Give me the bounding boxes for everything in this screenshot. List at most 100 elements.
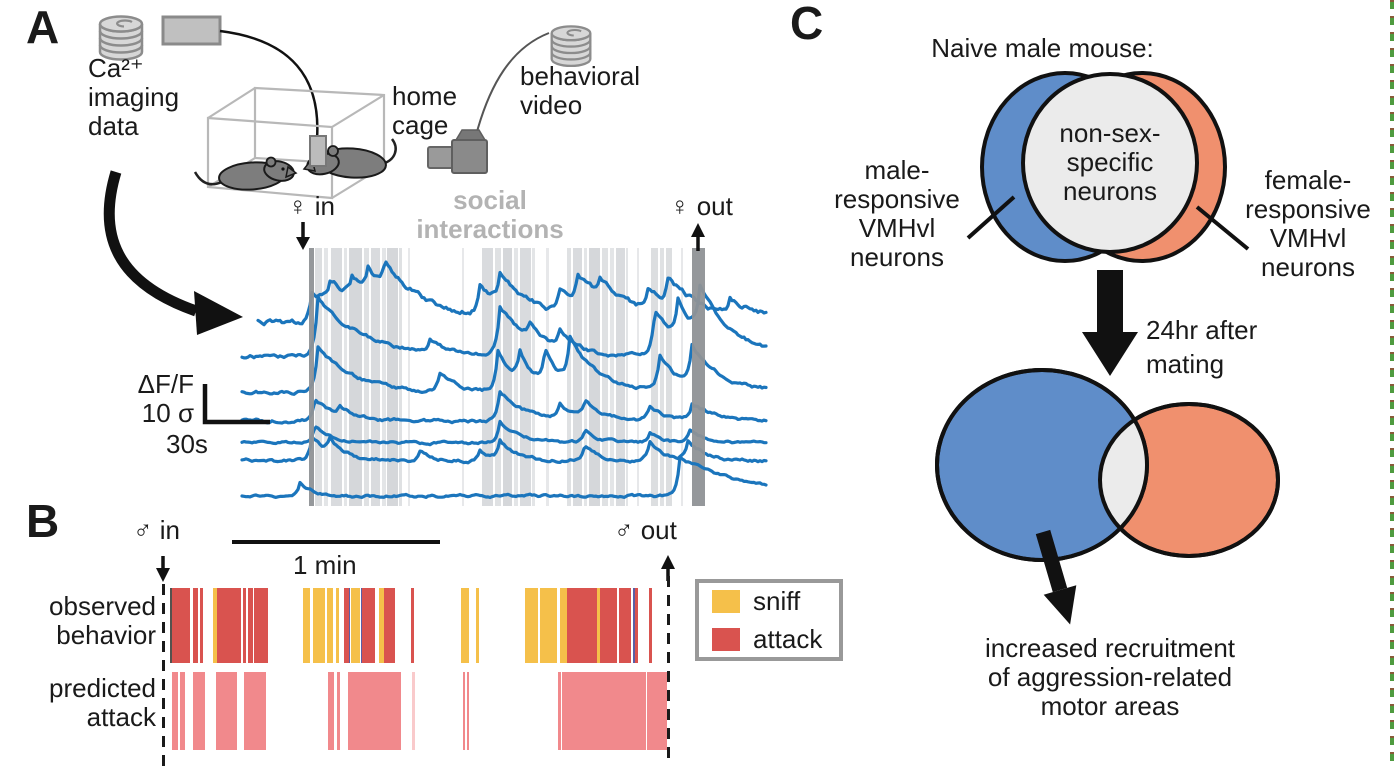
interaction-band [482, 248, 493, 506]
interaction-band [666, 248, 672, 506]
observed-behavior-bar [335, 588, 339, 663]
interaction-band [626, 248, 628, 506]
female-in-arrow-icon [296, 222, 310, 250]
predicted-attack-bar [412, 672, 415, 750]
interaction-band [331, 248, 342, 506]
predicted-attack-raster [170, 672, 667, 750]
calcium-trace-2 [240, 283, 768, 360]
observed-behavior-bar [539, 588, 557, 663]
predicted-attack-bar [347, 672, 402, 750]
female-responsive-label: female- responsive VMHvl neurons [1245, 165, 1371, 283]
interaction-band [371, 248, 380, 506]
panel-a-label: A [26, 1, 60, 53]
camera-cable [473, 32, 550, 144]
observed-behavior-bar [176, 588, 190, 663]
observed-behavior-bar [313, 588, 326, 663]
panel-b-label: B [26, 495, 60, 547]
female-out-arrow-icon [691, 223, 705, 251]
observed-behavior-bar [635, 588, 638, 663]
observed-behavior-bar [362, 588, 375, 663]
trace-scalebar-y-label: ΔF/F 10 σ [137, 369, 194, 429]
predicted-attack-bar [558, 672, 562, 750]
observed-behavior-raster [170, 588, 667, 663]
interaction-band [589, 248, 600, 506]
observed-behavior-bar [243, 588, 247, 663]
male-responsive-label: male- responsive VMHvl neurons [834, 155, 960, 273]
interaction-band [660, 248, 664, 506]
predicted-attack-bar [336, 672, 340, 750]
video-camera-icon [427, 129, 488, 174]
predicted-attack-label: predicted attack [49, 673, 156, 733]
observed-behavior-bar [411, 588, 414, 663]
predicted-attack-bar [171, 672, 178, 750]
interaction-band [503, 248, 512, 506]
social-interactions-label: social interactions [416, 185, 564, 245]
data-flow-arrow [103, 170, 243, 335]
behavior-legend: sniff attack [695, 579, 843, 661]
observed-behavior-bar [213, 588, 218, 663]
interaction-band [573, 248, 582, 506]
male-out-dashed-line [667, 576, 670, 766]
legend-item-sniff: sniff [712, 586, 839, 617]
observed-behavior-bar [649, 588, 652, 663]
calcium-trace-5 [240, 419, 768, 447]
observed-behavior-bar [350, 588, 360, 663]
mouse-left-icon [193, 156, 298, 191]
observed-behavior-bar [303, 588, 311, 663]
panel-c-label: C [790, 0, 824, 49]
interaction-band [324, 248, 328, 506]
observed-behavior-label: observed behavior [49, 591, 156, 651]
observed-behavior-bar [599, 588, 617, 663]
calcium-trace-bottom [240, 455, 768, 500]
interaction-band [408, 248, 410, 506]
one-min-label: 1 min [293, 550, 357, 580]
male-label-leader-line [966, 195, 1016, 240]
observed-behavior-bar [217, 588, 242, 663]
naive-male-mouse-title: Naive male mouse: [931, 33, 1154, 63]
miniscope-icon [309, 135, 327, 167]
male-in-dashed-line [162, 584, 165, 766]
interaction-band [520, 248, 531, 506]
interaction-band [546, 248, 549, 506]
interaction-band [532, 248, 535, 506]
male-in-label: ♂ in [133, 515, 180, 545]
attack-swatch-icon [712, 627, 740, 651]
female-out-label: ♀ out [670, 191, 733, 221]
behavioral-video-label: behavioral video [520, 61, 640, 121]
interaction-band [364, 248, 369, 506]
one-min-scalebar [232, 540, 440, 544]
observed-behavior-bar [378, 588, 384, 663]
observed-behavior-bar [327, 588, 333, 663]
predicted-attack-bar [216, 672, 238, 750]
interaction-band [387, 248, 398, 506]
behavioral-video-disk-icon [550, 25, 592, 68]
observed-behavior-bar [461, 588, 470, 663]
interaction-band [514, 248, 518, 506]
trace-scalebar [202, 384, 270, 425]
calcium-trace-7 [240, 455, 768, 500]
observed-behavior-bar [633, 588, 636, 663]
miniscope-cable [219, 29, 319, 140]
observed-behavior-bar [383, 588, 396, 663]
observed-behavior-bar [567, 588, 597, 663]
calcium-trace-1 [256, 260, 768, 327]
observed-behavior-bar [172, 588, 178, 663]
daq-box-icon [161, 15, 222, 46]
interaction-band [399, 248, 402, 506]
increased-recruitment-label: increased recruitment of aggression-rela… [985, 633, 1235, 722]
interaction-band [637, 248, 639, 506]
trace-scalebar-x-label: 30s [166, 429, 208, 459]
legend-item-attack: attack [712, 624, 839, 655]
calcium-trace-4 [240, 390, 768, 425]
predicted-attack-bar [244, 672, 266, 750]
observed-behavior-bar [199, 588, 204, 663]
venn-after-mating [935, 368, 1280, 562]
stimulus-band [309, 248, 314, 506]
mating-arrow-icon [1082, 270, 1138, 376]
predicted-attack-bar [328, 672, 334, 750]
male-in-arrow-icon [156, 556, 170, 582]
stimulus-band [692, 248, 705, 506]
observed-behavior-bar [248, 588, 253, 663]
